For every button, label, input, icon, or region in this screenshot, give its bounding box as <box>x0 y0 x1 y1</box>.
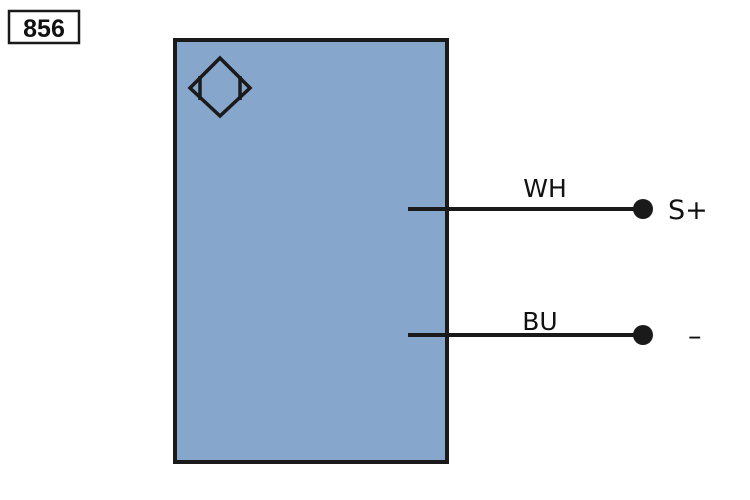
wire-color-label: BU <box>522 307 557 336</box>
terminal-dot <box>633 325 653 345</box>
terminal-label: – <box>688 321 702 352</box>
diagram-id-text: 856 <box>23 15 65 43</box>
wire-blue: BU – <box>408 307 702 352</box>
diagram-id-box <box>7 9 81 45</box>
terminal-label: S+ <box>668 195 708 226</box>
diagram-id-badge: 856 <box>7 9 81 45</box>
inductive-sensor-diamond-icon <box>187 55 253 119</box>
terminal-dot <box>633 199 653 219</box>
wire-color-label: WH <box>523 174 567 203</box>
wire-white: WH S+ <box>408 174 708 226</box>
sensor-body <box>173 38 449 464</box>
